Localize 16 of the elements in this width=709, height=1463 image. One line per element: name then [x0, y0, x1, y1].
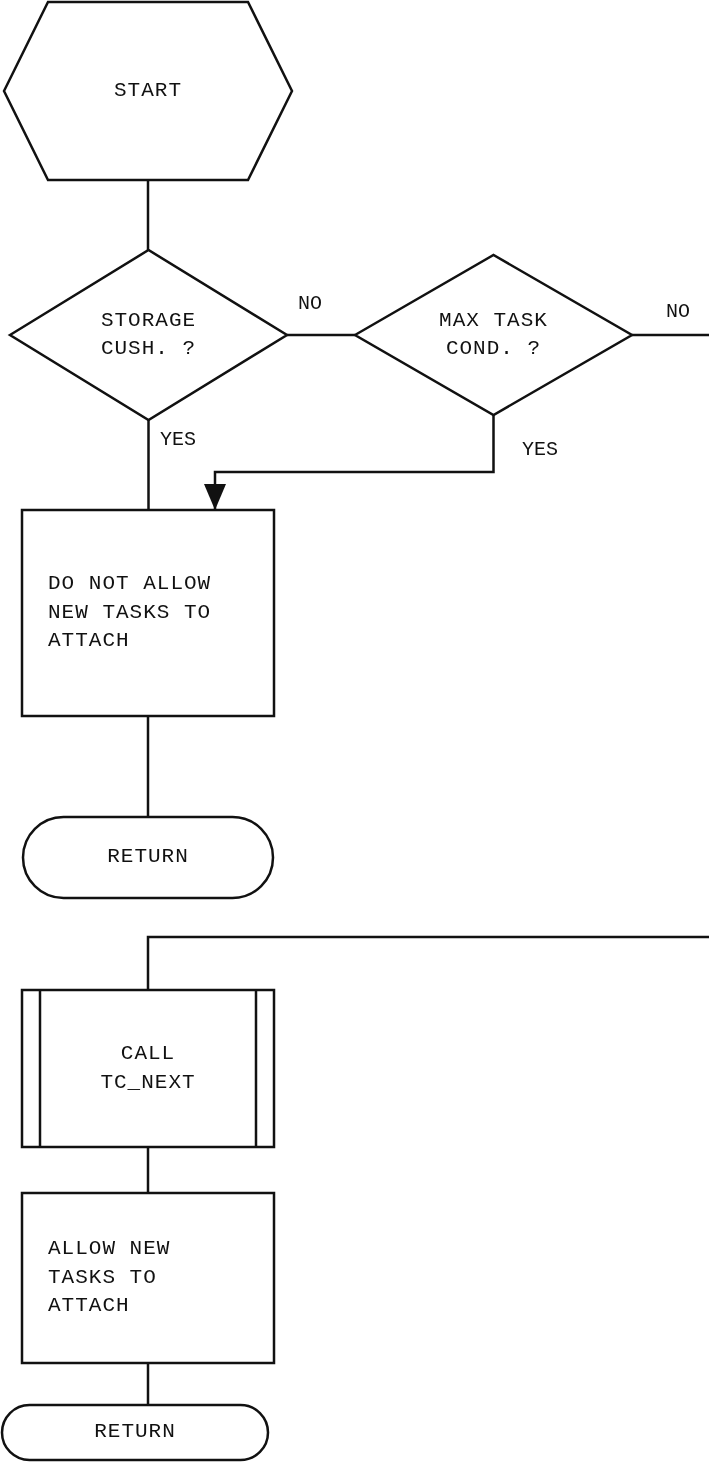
start-hexagon — [4, 2, 292, 180]
process-box — [22, 1193, 274, 1363]
node-text: RETURN — [106, 844, 190, 871]
terminal-shape — [2, 1405, 268, 1460]
node-text: CALL TC_NEXT — [99, 1041, 197, 1096]
decision-diamond — [10, 250, 287, 420]
node-text: DO NOT ALLOW NEW TASKS TO ATTACH — [48, 571, 213, 655]
node-text: MAX TASK COND. ? — [438, 307, 549, 362]
node-text: ALLOW NEW TASKS TO ATTACH — [48, 1236, 172, 1320]
node-text: RETURN — [93, 1419, 177, 1446]
predefined-process-box — [22, 990, 274, 1147]
terminal-shape — [23, 817, 273, 898]
decision-diamond — [355, 255, 632, 415]
node-text: START — [113, 77, 183, 104]
process-box — [22, 510, 274, 716]
node-text: STORAGE CUSH. ? — [99, 307, 198, 362]
